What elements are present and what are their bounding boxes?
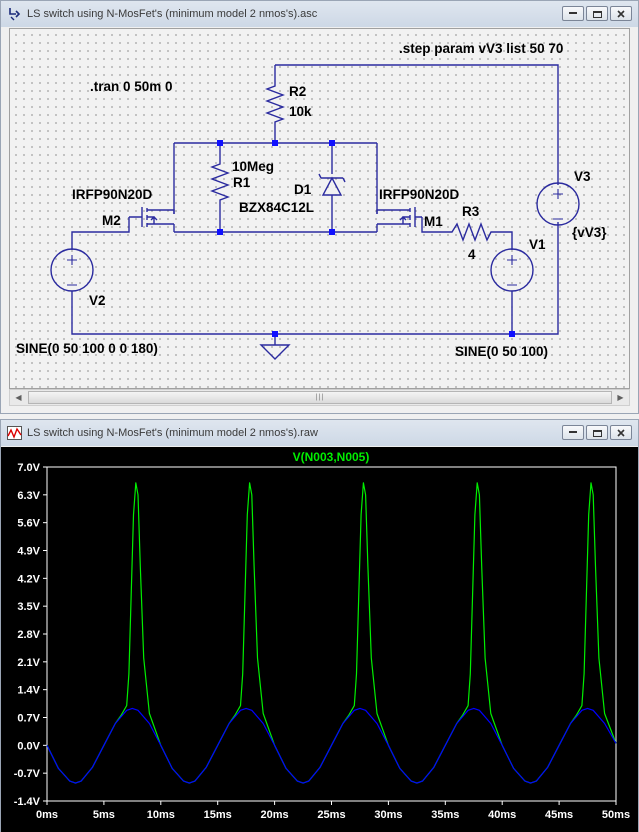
y-tick-label: -1.4V xyxy=(14,796,41,808)
junction-dot xyxy=(217,229,223,235)
minimize-button[interactable] xyxy=(562,6,584,21)
polarity-mark xyxy=(553,189,563,220)
m2-model: IRFP90N20D xyxy=(72,187,153,202)
d1-value: BZX84C12L xyxy=(239,200,314,215)
y-tick-label: -0.7V xyxy=(14,768,41,780)
scrollbar-thumb[interactable]: ||| xyxy=(28,391,612,404)
y-tick-label: 1.4V xyxy=(17,685,40,697)
resistor-r2[interactable] xyxy=(265,81,285,128)
close-button[interactable] xyxy=(610,425,632,440)
schematic-app-icon xyxy=(6,6,22,22)
r2-label: R2 xyxy=(289,84,306,99)
schematic-window: LS switch using N-MosFet's (minimum mode… xyxy=(0,0,639,414)
r3-label: R3 xyxy=(462,204,480,219)
waveform-plot[interactable]: V(N003,N005) 7.0V 6.3V 5.6V 4.9V 4.2V 3.5V 2.8… xyxy=(1,447,638,832)
polarity-mark xyxy=(507,255,517,286)
junction-dot xyxy=(509,331,515,337)
r1-label: R1 xyxy=(233,175,251,190)
ground-symbol xyxy=(259,344,291,360)
wire xyxy=(71,217,130,250)
resistor-r1[interactable] xyxy=(210,160,230,206)
restore-button[interactable] xyxy=(586,6,608,21)
wire xyxy=(71,291,513,335)
x-tick-label: 40ms xyxy=(488,809,516,821)
junction-dot xyxy=(272,331,278,337)
voltage-source-v1[interactable] xyxy=(490,248,534,292)
x-tick-label: 35ms xyxy=(431,809,459,821)
waveform-window: LS switch using N-MosFet's (minimum mode… xyxy=(0,419,639,832)
zener-d1[interactable] xyxy=(318,173,346,196)
wire xyxy=(275,64,559,185)
junction-dot xyxy=(217,140,223,146)
minimize-button[interactable] xyxy=(562,425,584,440)
x-tick-label: 5ms xyxy=(93,809,115,821)
v2-label: V2 xyxy=(89,293,106,308)
r1-value: 10Meg xyxy=(232,159,274,174)
v3-value: {vV3} xyxy=(572,225,607,240)
d1-label: D1 xyxy=(294,182,312,197)
step-directive[interactable]: .step param vV3 list 50 70 xyxy=(399,41,563,56)
x-tick-label: 0ms xyxy=(36,809,58,821)
junction-dot xyxy=(272,140,278,146)
schematic-titlebar[interactable]: LS switch using N-MosFet's (minimum mode… xyxy=(1,1,638,27)
y-tick-label: 4.2V xyxy=(17,573,40,585)
tran-directive[interactable]: .tran 0 50m 0 xyxy=(90,79,173,94)
schematic-window-title: LS switch using N-MosFet's (minimum mode… xyxy=(27,8,318,20)
v3-label: V3 xyxy=(574,169,591,184)
voltage-source-v3[interactable] xyxy=(536,182,580,226)
waveform-app-icon xyxy=(6,425,22,441)
v2-source-spec: SINE(0 50 100 0 0 180) xyxy=(16,341,158,356)
mosfet-m1[interactable] xyxy=(376,207,422,227)
grip-icon: ||| xyxy=(315,394,325,401)
y-tick-label: 2.1V xyxy=(17,657,40,669)
trace-series-1[interactable] xyxy=(46,707,617,784)
x-tick-label: 20ms xyxy=(261,809,289,821)
m1-model: IRFP90N20D xyxy=(379,187,460,202)
m1-label: M1 xyxy=(424,214,443,229)
y-tick-label: 2.8V xyxy=(17,629,40,641)
wire xyxy=(512,222,559,335)
y-tick-label: 4.9V xyxy=(17,546,40,558)
v1-label: V1 xyxy=(529,237,546,252)
resistor-r3[interactable] xyxy=(448,222,513,250)
y-tick-label: 7.0V xyxy=(17,462,40,474)
y-tick-label: 0.0V xyxy=(17,740,40,752)
restore-button[interactable] xyxy=(586,425,608,440)
junction-dot xyxy=(329,229,335,235)
waveform-titlebar[interactable]: LS switch using N-MosFet's (minimum mode… xyxy=(1,420,638,446)
mosfet-m2[interactable] xyxy=(129,207,175,227)
junction-dot xyxy=(329,140,335,146)
x-tick-label: 45ms xyxy=(545,809,573,821)
y-tick-label: 5.6V xyxy=(17,518,40,530)
x-tick-label: 25ms xyxy=(317,809,345,821)
waveform-window-title: LS switch using N-MosFet's (minimum mode… xyxy=(27,427,318,439)
scroll-left-arrow-icon[interactable]: ◀ xyxy=(15,393,22,402)
y-tick-label: 0.7V xyxy=(17,713,40,725)
r3-value: 4 xyxy=(468,247,476,262)
wire xyxy=(421,217,448,233)
v1-source-spec: SINE(0 50 100) xyxy=(455,344,548,359)
horizontal-scrollbar[interactable]: ◀ ||| ▶ xyxy=(9,389,630,406)
trace-title[interactable]: V(N003,N005) xyxy=(293,450,370,464)
y-tick-label: 6.3V xyxy=(17,490,40,502)
x-tick-label: 10ms xyxy=(147,809,175,821)
x-tick-label: 15ms xyxy=(204,809,232,821)
x-tick-label: 50ms xyxy=(602,809,630,821)
r2-value: 10k xyxy=(289,104,312,119)
scroll-right-arrow-icon[interactable]: ▶ xyxy=(617,393,624,402)
close-button[interactable] xyxy=(610,6,632,21)
schematic-canvas[interactable]: .step param vV3 list 50 70 .tran 0 50m 0… xyxy=(9,28,630,389)
waveform-plot-pane[interactable]: V(N003,N005) 7.0V 6.3V 5.6V 4.9V 4.2V 3.5V 2.8… xyxy=(1,447,638,832)
polarity-mark xyxy=(67,255,77,286)
m2-label: M2 xyxy=(102,213,121,228)
x-tick-label: 30ms xyxy=(374,809,402,821)
y-tick-label: 3.5V xyxy=(17,601,40,613)
